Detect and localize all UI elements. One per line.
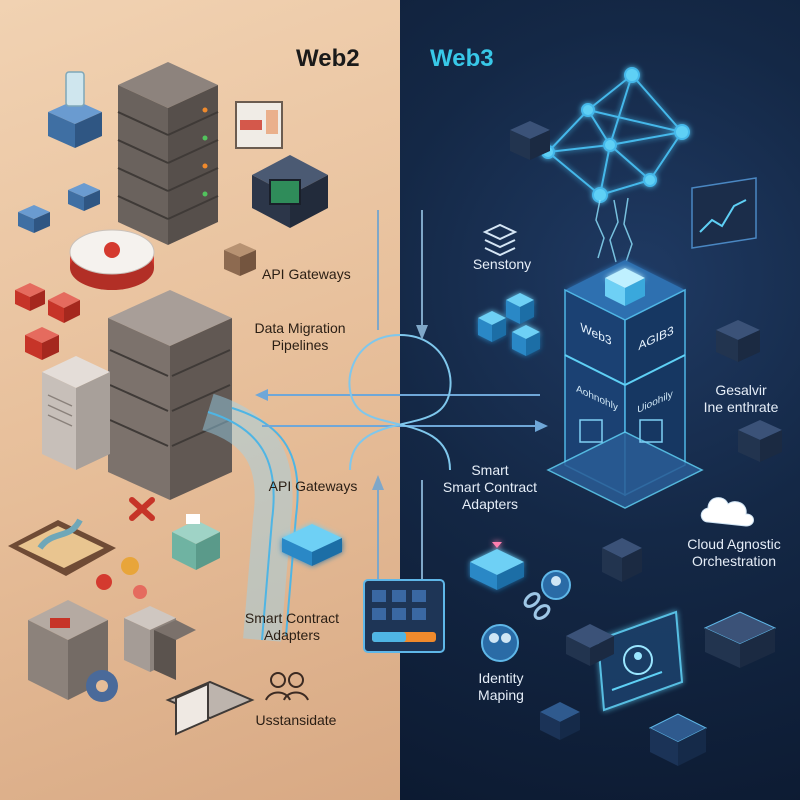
blue-cube-icon bbox=[18, 183, 100, 233]
node-cube-icon bbox=[510, 121, 760, 582]
label-smart-contract-adapters-web2: Smart Contract Adapters bbox=[244, 610, 340, 643]
web2-title: Web2 bbox=[296, 45, 360, 72]
label-identity-maping: Identity Maping bbox=[478, 670, 524, 703]
hardware-wallet-icon bbox=[703, 611, 777, 668]
label-gesalvir: Gesalvir Ine enthrate bbox=[703, 382, 779, 415]
map-tablet-icon bbox=[8, 518, 116, 576]
terminal-icon bbox=[252, 155, 328, 228]
red-cube-icon bbox=[15, 283, 80, 360]
blockchain-network-icon bbox=[541, 67, 690, 203]
backup-server-icon bbox=[42, 356, 110, 470]
label-api-gateways-mid: API Gateways bbox=[268, 478, 358, 494]
storage-unit-icon bbox=[124, 606, 196, 680]
label-api-gateways-top: API Gateways bbox=[262, 266, 351, 282]
lock-device-icon bbox=[566, 624, 614, 666]
users-icon bbox=[265, 672, 309, 701]
dashboard-panel-icon bbox=[363, 579, 445, 653]
server-rack-icon bbox=[117, 62, 219, 245]
label-usstansidate: Usstansidate bbox=[255, 712, 337, 728]
storage-box-icon bbox=[48, 71, 102, 148]
analytics-screen-icon bbox=[691, 177, 757, 249]
layers-icon bbox=[482, 223, 518, 257]
label-cloud-agnostic-orchestration: Cloud Agnostic Orchestration bbox=[687, 536, 781, 569]
processor-chip-icon bbox=[282, 524, 342, 566]
laptop-icon bbox=[165, 680, 255, 736]
label-smart-contract-adapters-web3: Smart Smart Contract Adapters bbox=[442, 462, 538, 512]
data-server-icon bbox=[108, 290, 232, 500]
cache-box-icon bbox=[172, 514, 220, 570]
data-stream-icon bbox=[595, 197, 633, 263]
link-icon bbox=[523, 592, 551, 620]
data-pipeline-stream bbox=[201, 393, 299, 642]
cloud-icon bbox=[700, 497, 754, 527]
status-dot-icon bbox=[96, 574, 112, 590]
flow-arrows bbox=[255, 210, 548, 580]
status-dot-icon bbox=[121, 557, 139, 575]
web3-title: Web3 bbox=[430, 45, 494, 72]
identity-screen-icon bbox=[596, 610, 684, 712]
gateway-stack-icon bbox=[738, 420, 782, 462]
label-senstony: Senstony bbox=[472, 256, 532, 272]
monitor-icon bbox=[235, 101, 283, 149]
error-x-icon bbox=[129, 497, 155, 521]
contract-chip-icon bbox=[470, 542, 524, 590]
bottom-node-icon bbox=[540, 702, 708, 766]
shard-cluster-icon bbox=[478, 293, 540, 356]
package-icon bbox=[224, 243, 256, 276]
gear-icon bbox=[86, 670, 118, 702]
security-device-icon bbox=[69, 229, 155, 290]
web3-node-tower bbox=[546, 260, 704, 509]
status-dot-icon bbox=[133, 585, 147, 599]
label-data-migration-pipelines: Data Migration Pipelines bbox=[254, 320, 346, 353]
identity-icon bbox=[481, 570, 571, 662]
